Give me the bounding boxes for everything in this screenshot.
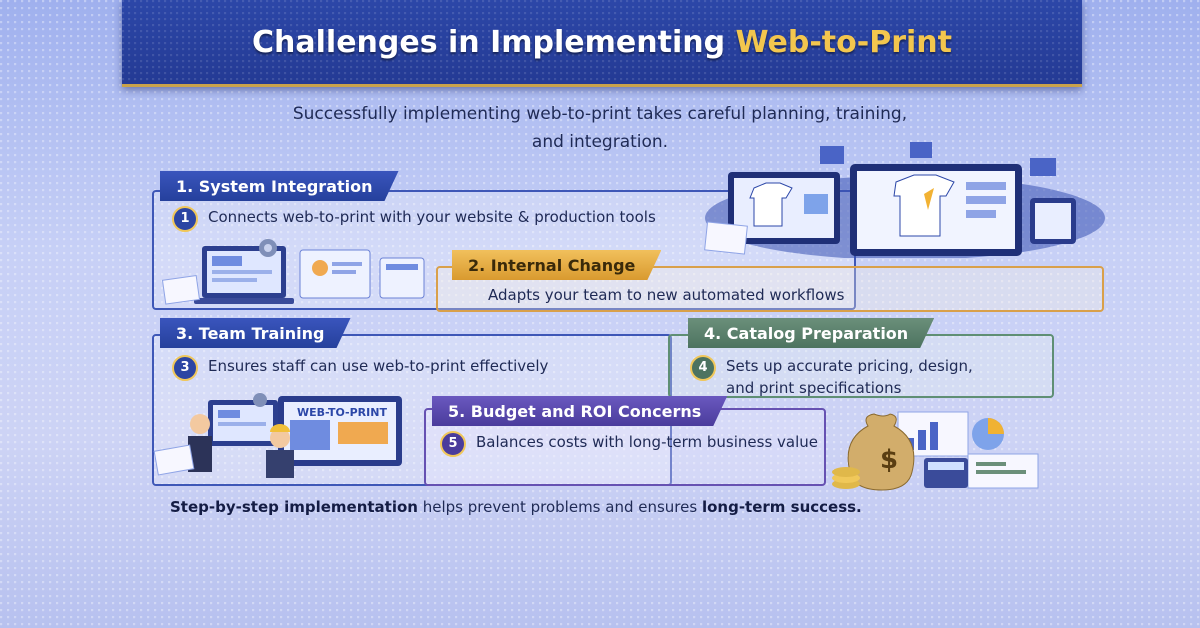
team-training-illustration — [153, 393, 402, 478]
screen-label: WEB-TO-PRINT — [297, 406, 387, 419]
tag-team-training: 3. Team Training — [160, 318, 351, 348]
badge-3: 3 — [172, 355, 198, 381]
badge-5: 5 — [440, 431, 466, 457]
title-highlight: Web-to-Print — [735, 24, 952, 60]
tag-catalog-preparation: 4. Catalog Preparation — [688, 318, 934, 348]
intro-text: Successfully implementing web-to-print t… — [292, 104, 908, 152]
title-banner: Challenges in Implementing Web-to-Print — [122, 0, 1082, 87]
catalog-preparation-line: 4 Sets up accurate pricing, design, and … — [690, 355, 973, 399]
team-training-line: 3 Ensures staff can use web-to-print eff… — [172, 355, 548, 381]
budget-roi-line: 5 Balances costs with long-term business… — [440, 431, 818, 457]
shirt-design-illustration — [704, 142, 1105, 258]
tag-budget-roi: 5. Budget and ROI Concerns — [432, 396, 727, 426]
svg-text:$: $ — [880, 445, 898, 475]
badge-4: 4 — [690, 355, 716, 381]
tag-internal-change: 2. Internal Change — [452, 250, 661, 280]
badge-1: 1 — [172, 206, 198, 232]
system-integration-line: 1 Connects web-to-print with your websit… — [172, 206, 656, 232]
tag-system-integration: 1. System Integration — [160, 171, 399, 201]
page-title: Challenges in Implementing Web-to-Print — [252, 24, 952, 60]
budget-illustration: $ — [832, 411, 1039, 491]
internal-change-line: Adapts your team to new automated workfl… — [488, 286, 845, 304]
footer-text: Step-by-step implementation helps preven… — [170, 498, 862, 516]
integration-illustration — [161, 239, 425, 305]
